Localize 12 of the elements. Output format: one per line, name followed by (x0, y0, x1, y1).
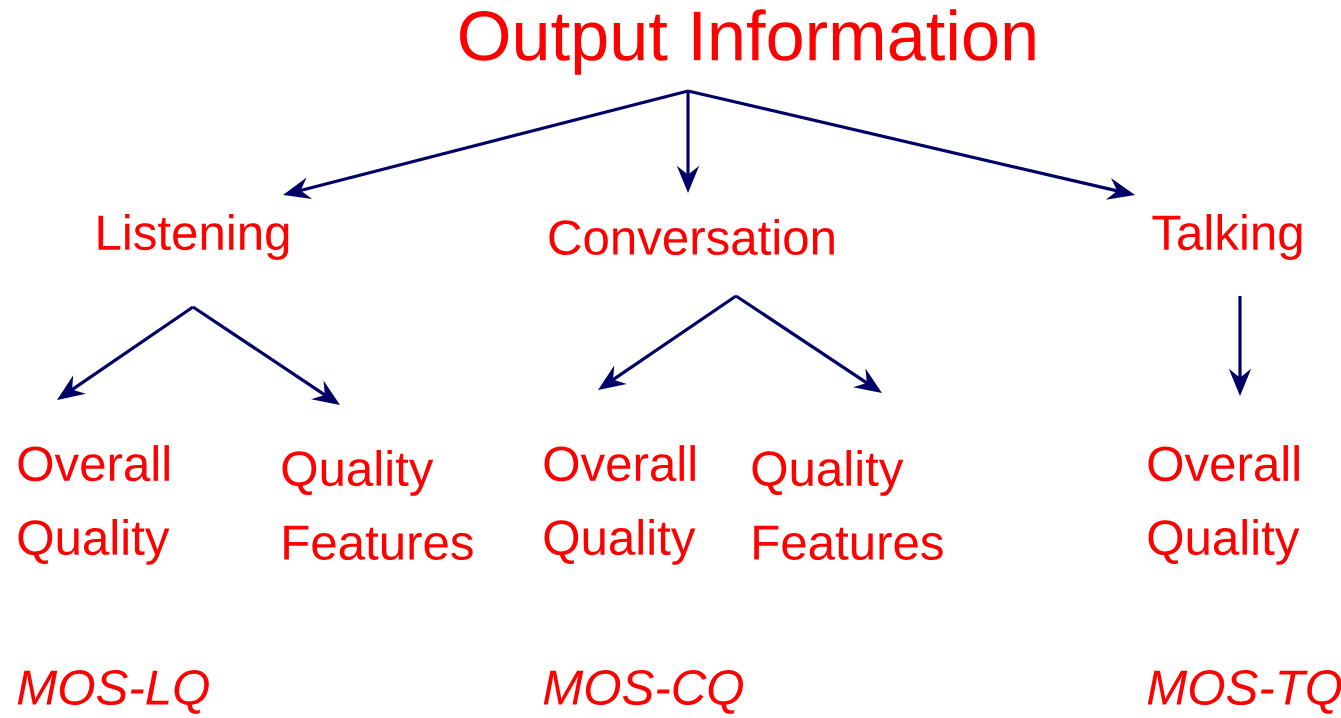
category-text: Conversation (549, 218, 834, 256)
measure-text: Overall Quality (18, 445, 170, 565)
measure-text: Quality Features (282, 450, 473, 560)
title-text: Output Information (460, 9, 1035, 75)
category-text: Listening (98, 214, 289, 260)
score-label: MOS-CQ (543, 670, 743, 714)
score-label: MOS-TQ (1147, 670, 1341, 714)
category-text: Talking (1152, 214, 1302, 260)
measure-text: Quality Features (752, 450, 943, 560)
measure-text: Overall Quality (1148, 445, 1300, 565)
score-label: MOS-LQ (17, 670, 209, 714)
measure-text: Overall Quality (544, 445, 696, 565)
